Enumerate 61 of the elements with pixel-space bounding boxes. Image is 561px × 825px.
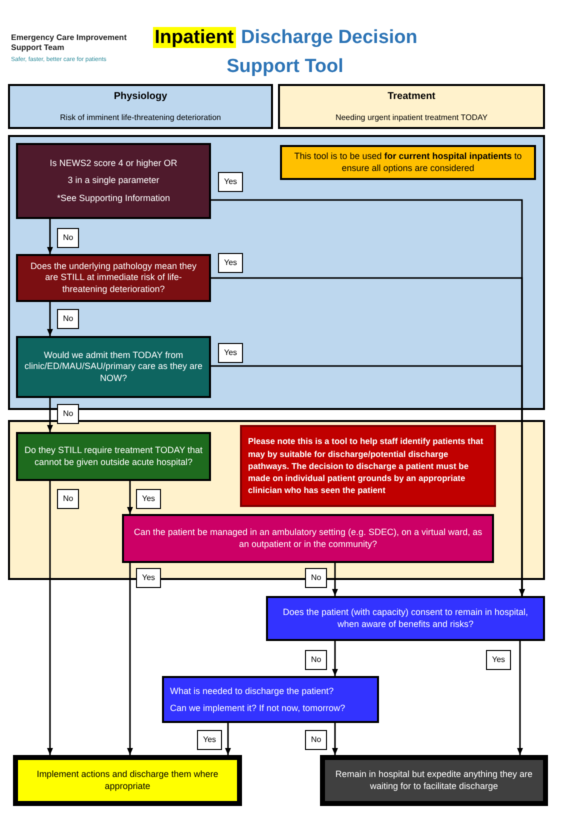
edge-label: Yes	[197, 730, 222, 750]
arrow	[47, 302, 53, 336]
box-text: Does the underlying pathology mean they are STILL at immediate risk of life-threatening deterioration?	[29, 261, 198, 295]
arrow	[127, 481, 133, 514]
decision-box	[16, 143, 211, 219]
edge-label: Yes	[218, 253, 244, 273]
arrow	[47, 398, 53, 432]
arrow	[517, 641, 523, 755]
outcome-box	[320, 755, 548, 806]
box-text: Please note this is a tool to help staff identify patients that may by suitable for discharge/potential discharge pathways. The decision to discharge a patient must be made on individual patient grounds by an appropriate clinician who has seen the patient	[248, 435, 484, 497]
arrow	[211, 365, 525, 596]
edge-label: Yes	[136, 568, 162, 588]
decision-box	[16, 336, 211, 398]
decision-box	[266, 596, 545, 641]
edge-label: No	[57, 228, 80, 248]
edge-label: No	[57, 309, 80, 329]
note-box	[280, 145, 536, 180]
box-text: Needing urgent inpatient treatment TODAY	[334, 112, 489, 124]
box-text: Can the patient be managed in an ambulatory setting (e.g. SDEC), on a virtual ward, as an outpatient or in the community?	[132, 527, 484, 550]
arrow	[332, 641, 338, 676]
box-text: 3 in a single parameter	[66, 174, 160, 188]
edge-label: Yes	[486, 650, 512, 670]
category-header-box	[278, 84, 545, 129]
arrow	[225, 723, 231, 755]
box-text: Would we admit them TODAY from clinic/ED/MAU/SAU/primary care as they are NOW?	[24, 350, 203, 384]
decision-box	[16, 254, 211, 302]
box-text: Do they STILL require treatment TODAY that cannot be given outside acute hospital?	[24, 445, 203, 468]
edge-label: Yes	[136, 489, 162, 509]
edge-label: No	[305, 650, 328, 670]
box-text: This tool is to be used for current hospital inpatients to ensure all options are considered	[293, 151, 523, 174]
edge-label: No	[57, 489, 80, 509]
decision-box	[16, 432, 211, 481]
box-text: What is needed to discharge the patient?	[170, 685, 335, 698]
box-text: Does the patient (with capacity) consent to remain in hospital, when aware of benefits and risks?	[282, 607, 530, 630]
edge-label: Yes	[218, 343, 244, 363]
box-text: Is NEWS2 score 4 or higher OR	[48, 157, 178, 170]
outcome-box	[13, 755, 242, 806]
decision-box	[162, 676, 379, 723]
box-text: Implement actions and discharge them where appropriate	[36, 769, 220, 792]
box-text: Can we implement it? If not now, tomorrow?	[170, 702, 346, 715]
note-box	[240, 425, 496, 507]
team-name: Emergency Care Improvement Support Team	[11, 33, 128, 52]
section-panel	[8, 135, 545, 410]
arrow	[47, 219, 53, 254]
header-text: Physiology	[112, 90, 168, 104]
edge-label: No	[305, 730, 328, 750]
section-panel	[8, 420, 545, 580]
edge-label: Yes	[218, 172, 244, 192]
category-header-box	[8, 84, 273, 129]
arrow	[127, 563, 133, 755]
decision-box	[122, 514, 494, 563]
box-text: Remain in hospital but expedite anything they are waiting for to facilitate discharge	[334, 769, 534, 792]
box-text: *See Supporting Information	[56, 192, 172, 205]
arrow	[332, 723, 338, 755]
title: Inpatient Discharge Decision Support Tool	[152, 26, 418, 78]
arrow	[47, 481, 53, 755]
box-text: Risk of imminent life-threatening deterioration	[59, 112, 222, 124]
edge-label: No	[305, 568, 328, 588]
edge-label: No	[57, 404, 80, 424]
header-text: Treatment	[386, 90, 436, 104]
arrow	[332, 563, 338, 596]
